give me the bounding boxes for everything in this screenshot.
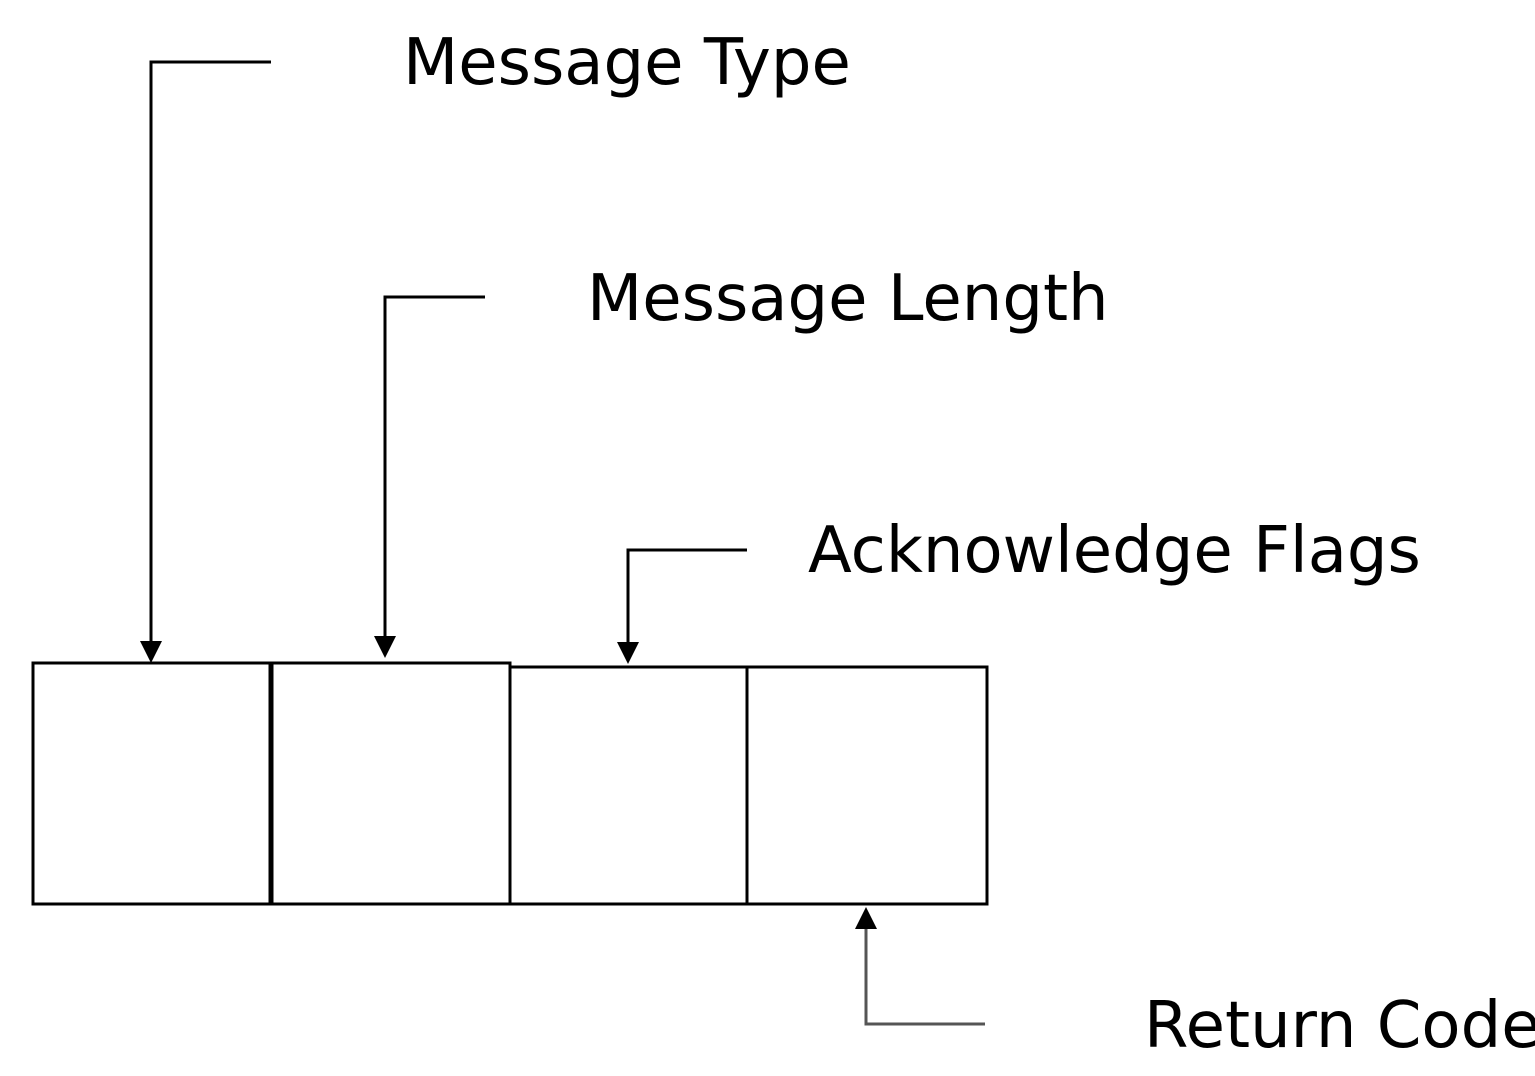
field-box-acknowledge-flags <box>508 665 749 906</box>
field-boxes <box>31 661 989 906</box>
connector-message-length <box>374 295 485 658</box>
label-message-type: Message Type <box>403 26 851 100</box>
field-box-message-length <box>270 661 512 906</box>
connector-return-code <box>855 907 985 1026</box>
arrow-up-icon <box>855 907 877 929</box>
connector-acknowledge-flags <box>617 548 747 664</box>
arrow-down-icon <box>374 636 396 658</box>
arrow-down-icon <box>140 641 162 663</box>
field-box-message-type <box>31 661 272 906</box>
field-box-return-code <box>745 665 989 906</box>
label-acknowledge-flags: Acknowledge Flags <box>808 514 1421 588</box>
arrow-down-icon <box>617 642 639 664</box>
label-message-length: Message Length <box>587 262 1109 336</box>
connector-message-type <box>140 60 271 663</box>
label-return-code: Return Code <box>1144 989 1535 1063</box>
